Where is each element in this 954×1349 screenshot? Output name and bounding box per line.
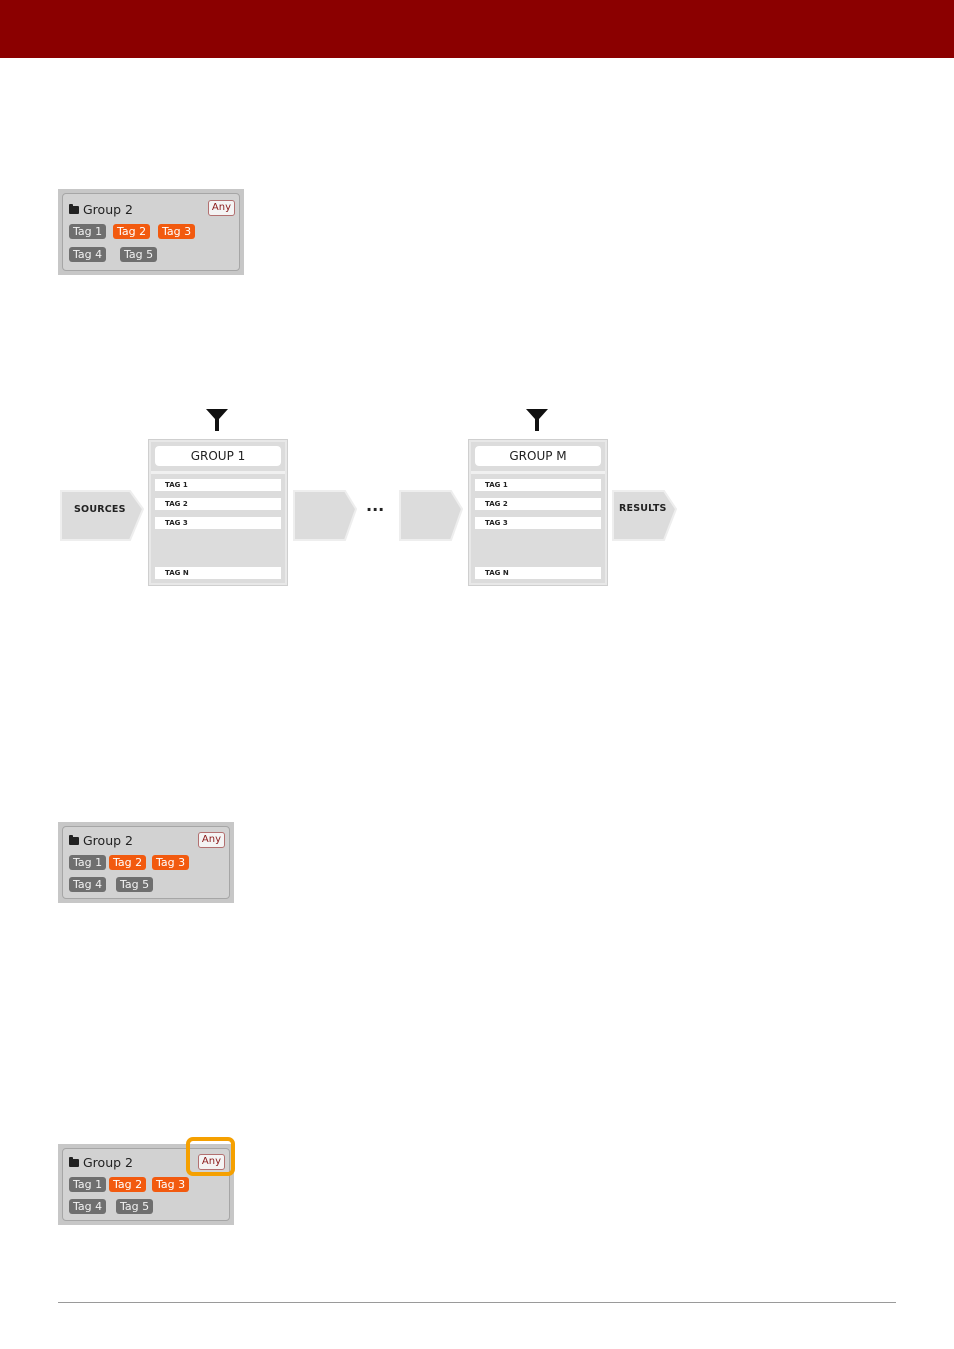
tag-chip[interactable]: Tag 4	[69, 877, 107, 892]
funnel-icon	[206, 409, 228, 431]
group-divider	[471, 471, 605, 474]
tag-row: TAG 3	[475, 517, 601, 529]
tag-chip[interactable]: Tag 4	[69, 247, 107, 262]
group-title: Group 2	[69, 833, 133, 848]
tag-group-panel-inner: Group 2 Any Tag 1 Tag 2 Tag 3 Tag 4 Tag …	[62, 193, 240, 271]
any-button[interactable]: Any	[207, 200, 235, 216]
any-button-highlight	[186, 1137, 235, 1176]
group-title: Group 2	[69, 1155, 133, 1170]
results-arrow	[612, 490, 678, 541]
tag-group-panel-inner: Group 2 Any Tag 1 Tag 2 Tag 3 Tag 4 Tag …	[62, 1148, 230, 1221]
folder-icon	[69, 1156, 79, 1167]
tag-chip[interactable]: Tag 2	[113, 224, 151, 239]
tag-chip[interactable]: Tag 1	[69, 1177, 107, 1192]
tag-row: TAG N	[475, 567, 601, 579]
tag-row: TAG 2	[155, 498, 281, 510]
group-divider	[151, 471, 285, 474]
any-button[interactable]: Any	[197, 1154, 225, 1170]
tag-row: TAG N	[155, 567, 281, 579]
tag-group-panel-2: Group 2 Any Tag 1 Tag 2 Tag 3 Tag 4 Tag …	[58, 822, 234, 903]
group-title: GROUP 1	[155, 446, 281, 466]
footer-rule	[58, 1302, 896, 1303]
group-label: Group 2	[83, 1155, 133, 1170]
filter-flow-diagram	[60, 409, 678, 541]
group-title: Group 2	[69, 202, 133, 217]
sources-arrow	[60, 490, 145, 541]
tag-group-panel-inner: Group 2 Any Tag 1 Tag 2 Tag 3 Tag 4 Tag …	[62, 826, 230, 899]
tag-group-panel-1: Group 2 Any Tag 1 Tag 2 Tag 3 Tag 4 Tag …	[58, 189, 244, 275]
group-box-1: GROUP 1 TAG 1 TAG 2 TAG 3 TAG N	[149, 440, 287, 585]
folder-icon	[69, 203, 79, 214]
tag-chip[interactable]: Tag 1	[69, 224, 107, 239]
tag-chip[interactable]: Tag 3	[152, 855, 190, 870]
tag-chip[interactable]: Tag 4	[69, 1199, 107, 1214]
tag-row: TAG 3	[155, 517, 281, 529]
tag-row: TAG 1	[155, 479, 281, 491]
group-label: Group 2	[83, 833, 133, 848]
tag-chip[interactable]: Tag 2	[109, 1177, 147, 1192]
header-bar	[0, 0, 954, 58]
tag-chip[interactable]: Tag 3	[152, 1177, 190, 1192]
flow-arrow-1	[293, 490, 358, 541]
group-label: Group 2	[83, 202, 133, 217]
tag-row: TAG 2	[475, 498, 601, 510]
tag-chip[interactable]: Tag 5	[120, 247, 158, 262]
tag-chip[interactable]: Tag 5	[116, 1199, 154, 1214]
tag-chip[interactable]: Tag 5	[116, 877, 154, 892]
tag-chip[interactable]: Tag 2	[109, 855, 147, 870]
group-box-m: GROUP M TAG 1 TAG 2 TAG 3 TAG N	[469, 440, 607, 585]
ellipsis: ...	[366, 496, 385, 515]
results-label: RESULTS	[619, 503, 667, 514]
any-button[interactable]: Any	[197, 832, 225, 848]
tag-chip[interactable]: Tag 3	[158, 224, 196, 239]
tag-chip[interactable]: Tag 1	[69, 855, 107, 870]
group-title: GROUP M	[475, 446, 601, 466]
funnel-icon	[526, 409, 548, 431]
tag-group-panel-3: Group 2 Any Tag 1 Tag 2 Tag 3 Tag 4 Tag …	[58, 1144, 234, 1225]
folder-icon	[69, 834, 79, 845]
sources-label: SOURCES	[74, 504, 126, 515]
flow-arrow-2	[399, 490, 464, 541]
tag-row: TAG 1	[475, 479, 601, 491]
